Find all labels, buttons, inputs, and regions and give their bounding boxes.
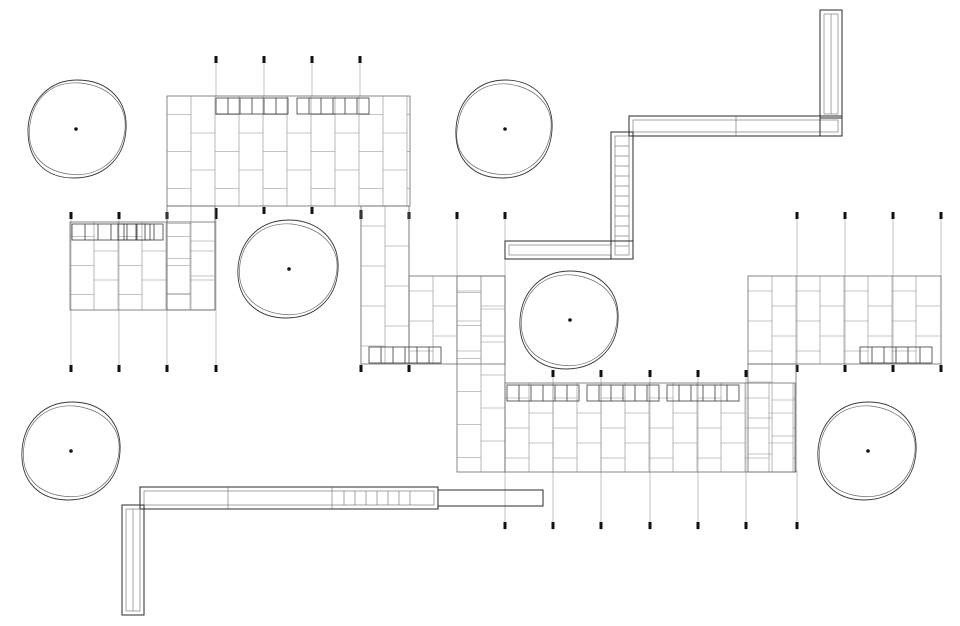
tree-1 bbox=[27, 79, 127, 179]
deck-platform bbox=[456, 275, 506, 473]
post-row-top bbox=[214, 56, 362, 96]
tree-2 bbox=[455, 79, 553, 179]
deck-platform bbox=[360, 205, 410, 365]
boardwalk-top-right bbox=[504, 9, 843, 260]
post-row-right bbox=[795, 212, 943, 372]
tree-4 bbox=[519, 270, 619, 370]
deck-group bbox=[69, 95, 942, 473]
bench-row bbox=[368, 346, 442, 364]
bench-row bbox=[117, 223, 164, 241]
tree-group bbox=[21, 79, 917, 501]
deck-platform bbox=[747, 363, 797, 473]
bench-row bbox=[506, 384, 580, 402]
bench-row bbox=[859, 346, 933, 364]
deck-platform bbox=[166, 95, 411, 207]
bench-row bbox=[71, 223, 151, 241]
post-row-left bbox=[69, 205, 314, 372]
tree-3 bbox=[237, 219, 339, 319]
tree-5 bbox=[21, 401, 121, 501]
boardwalk-bottom-left bbox=[121, 486, 544, 616]
post-row-bottom bbox=[503, 370, 799, 530]
bench-group bbox=[71, 97, 933, 402]
bench-row bbox=[666, 384, 740, 402]
bench-row bbox=[215, 97, 289, 115]
deck-platform bbox=[747, 275, 942, 365]
post-group bbox=[69, 56, 943, 530]
bench-row bbox=[586, 384, 660, 402]
deck-platform bbox=[504, 382, 796, 473]
bench-row bbox=[296, 97, 370, 115]
deck-platform bbox=[166, 205, 216, 311]
deck-platform bbox=[69, 221, 216, 311]
tree-6 bbox=[817, 401, 917, 501]
boardwalk-rungs bbox=[615, 145, 629, 247]
boardwalk-rungs bbox=[343, 491, 411, 505]
